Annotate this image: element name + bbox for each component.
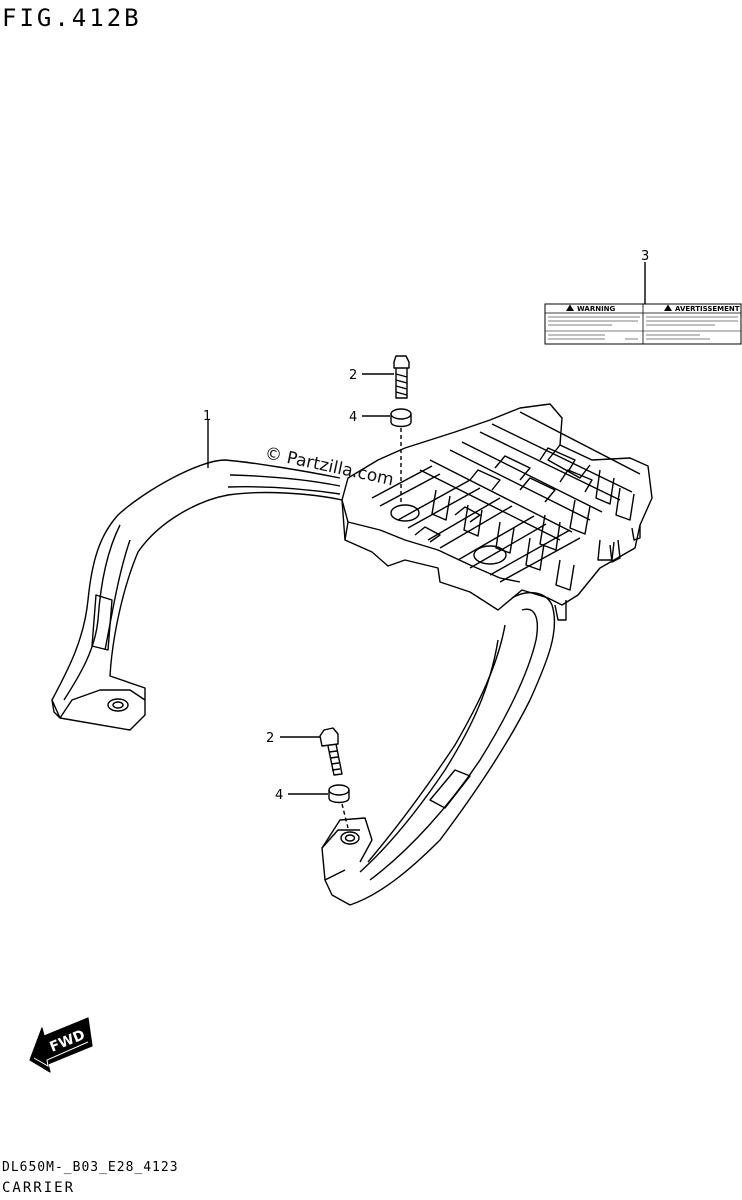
warning-triangle-icon	[664, 304, 672, 311]
callout-4-lower: 4	[275, 788, 283, 803]
figure-title: FIG.412B	[2, 4, 142, 32]
callout-2-lower: 2	[266, 731, 274, 746]
washer-upper	[390, 408, 412, 428]
callout-3: 3	[641, 249, 649, 264]
grab-rail	[51, 459, 556, 906]
rack-platform	[341, 403, 653, 621]
warning-triangle-icon	[566, 304, 574, 311]
warning-label: WARNING AVERTISSEMENT	[544, 303, 742, 345]
axis-lower	[341, 803, 349, 829]
watermark: © Partzilla.com	[263, 443, 395, 490]
diagram-code: DL650M-_B03_E28_4123	[2, 1160, 179, 1175]
label-fine-print	[548, 316, 738, 340]
warning-heading-fr: AVERTISSEMENT	[675, 305, 740, 313]
warning-heading: WARNING	[577, 305, 616, 313]
washer-lower	[328, 784, 350, 804]
fwd-arrow-icon: FWD	[29, 1017, 93, 1073]
bolt-lower	[319, 727, 343, 776]
bolt-upper	[393, 355, 410, 399]
callout-4-upper: 4	[349, 410, 357, 425]
callout-1: 1	[203, 409, 211, 424]
callout-2-upper: 2	[349, 368, 357, 383]
diagram-caption: CARRIER	[2, 1180, 76, 1196]
